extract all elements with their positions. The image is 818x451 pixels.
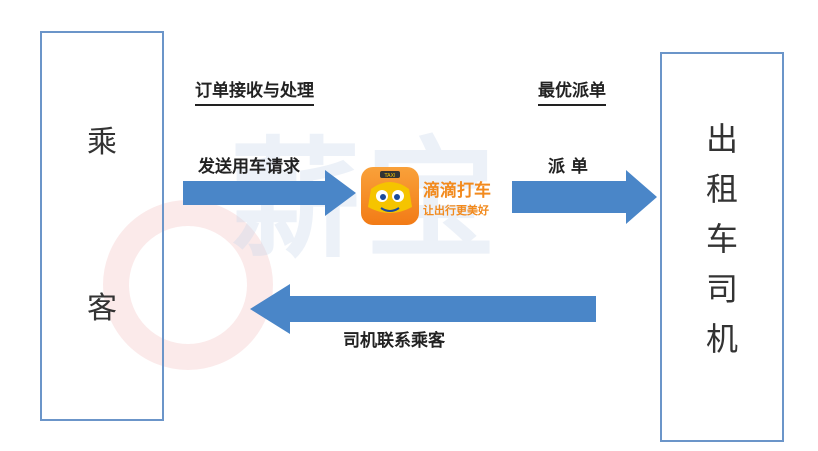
passenger-char-2: 客 xyxy=(87,291,117,326)
driver-char-3: 车 xyxy=(705,220,738,258)
arrow-contact xyxy=(250,284,596,334)
dispatch-label: 派 单 xyxy=(548,157,588,177)
driver-box: 出 租 车 司 机 xyxy=(660,52,784,442)
driver-char-1: 出 xyxy=(705,120,738,158)
passenger-char-1: 乘 xyxy=(87,125,117,160)
logo-name: 滴滴打车 xyxy=(423,181,491,201)
order-processing-label: 订单接收与处理 xyxy=(195,76,314,106)
best-dispatch-label: 最优派单 xyxy=(538,76,606,106)
taxi-car-icon: TAXI xyxy=(368,171,412,213)
send-request-label: 发送用车请求 xyxy=(198,157,300,177)
taxi-sign-text: TAXI xyxy=(384,173,396,179)
driver-char-2: 租 xyxy=(705,170,738,208)
passenger-box: 乘 客 xyxy=(40,31,164,421)
logo-slogan: 让出行更美好 xyxy=(423,204,489,217)
driver-label: 出 租 车 司 机 xyxy=(662,114,782,364)
driver-char-5: 机 xyxy=(705,320,738,358)
driver-contacts-label: 司机联系乘客 xyxy=(343,331,445,351)
arrow-dispatch xyxy=(512,170,657,224)
arrow-request xyxy=(183,170,356,216)
didi-logo: TAXI xyxy=(361,167,419,225)
driver-char-4: 司 xyxy=(705,270,738,308)
